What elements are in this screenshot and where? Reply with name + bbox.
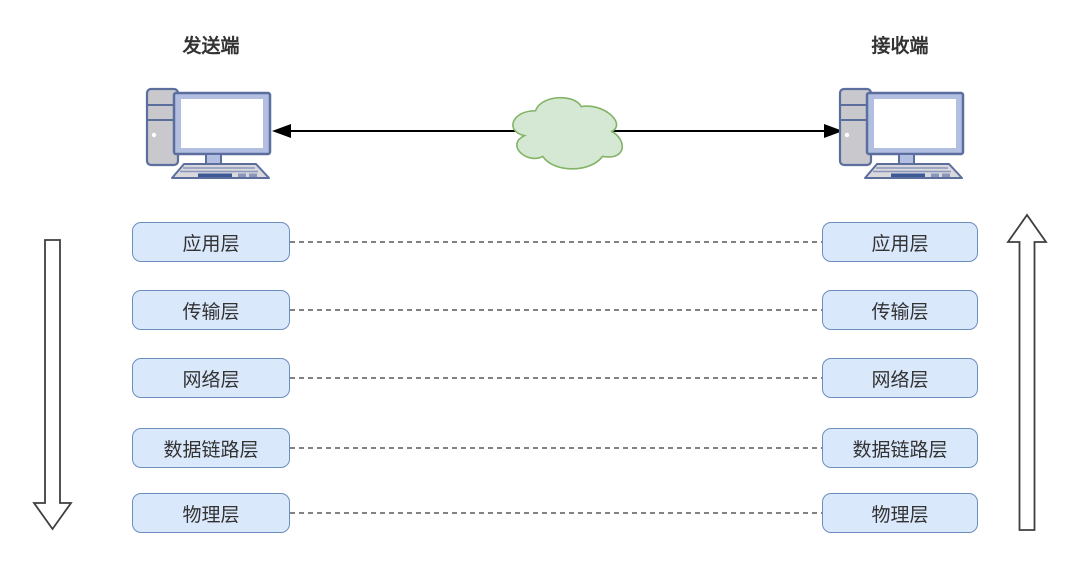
- layer-label: 物理层: [182, 504, 240, 526]
- layer-label: 数据链路层: [852, 439, 948, 461]
- sender-layer-transport: 传输层: [132, 290, 290, 330]
- receiver-computer-icon: [838, 87, 965, 179]
- layer-label: 网络层: [182, 369, 240, 391]
- receiver-layer-physical: 物理层: [822, 493, 978, 533]
- layer-label: 物理层: [871, 504, 929, 526]
- sender-layer-physical: 物理层: [132, 493, 290, 533]
- receiver-layer-transport: 传输层: [822, 290, 978, 330]
- sender-layer-datalink: 数据链路层: [132, 428, 290, 468]
- layer-label: 应用层: [182, 233, 240, 255]
- receiver-label: 接收端: [871, 36, 929, 57]
- upward-flow-arrow-icon: [1006, 213, 1048, 531]
- receiver-layer-datalink: 数据链路层: [822, 428, 978, 468]
- sender-layer-network: 网络层: [132, 358, 290, 398]
- sender-computer-icon: [145, 87, 272, 179]
- layer-label: 应用层: [871, 233, 929, 255]
- network-cloud-icon: [512, 96, 623, 170]
- layer-label: 数据链路层: [163, 439, 259, 461]
- link-arrowhead-right: [824, 124, 843, 138]
- receiver-layer-network: 网络层: [822, 358, 978, 398]
- layer-label: 网络层: [871, 369, 929, 391]
- link-arrowhead-left: [272, 124, 291, 138]
- sender-label: 发送端: [182, 36, 240, 57]
- sender-layer-application: 应用层: [132, 222, 290, 262]
- receiver-layer-application: 应用层: [822, 222, 978, 262]
- layer-label: 传输层: [871, 301, 929, 323]
- layer-label: 传输层: [182, 301, 240, 323]
- downward-flow-arrow-icon: [32, 239, 73, 531]
